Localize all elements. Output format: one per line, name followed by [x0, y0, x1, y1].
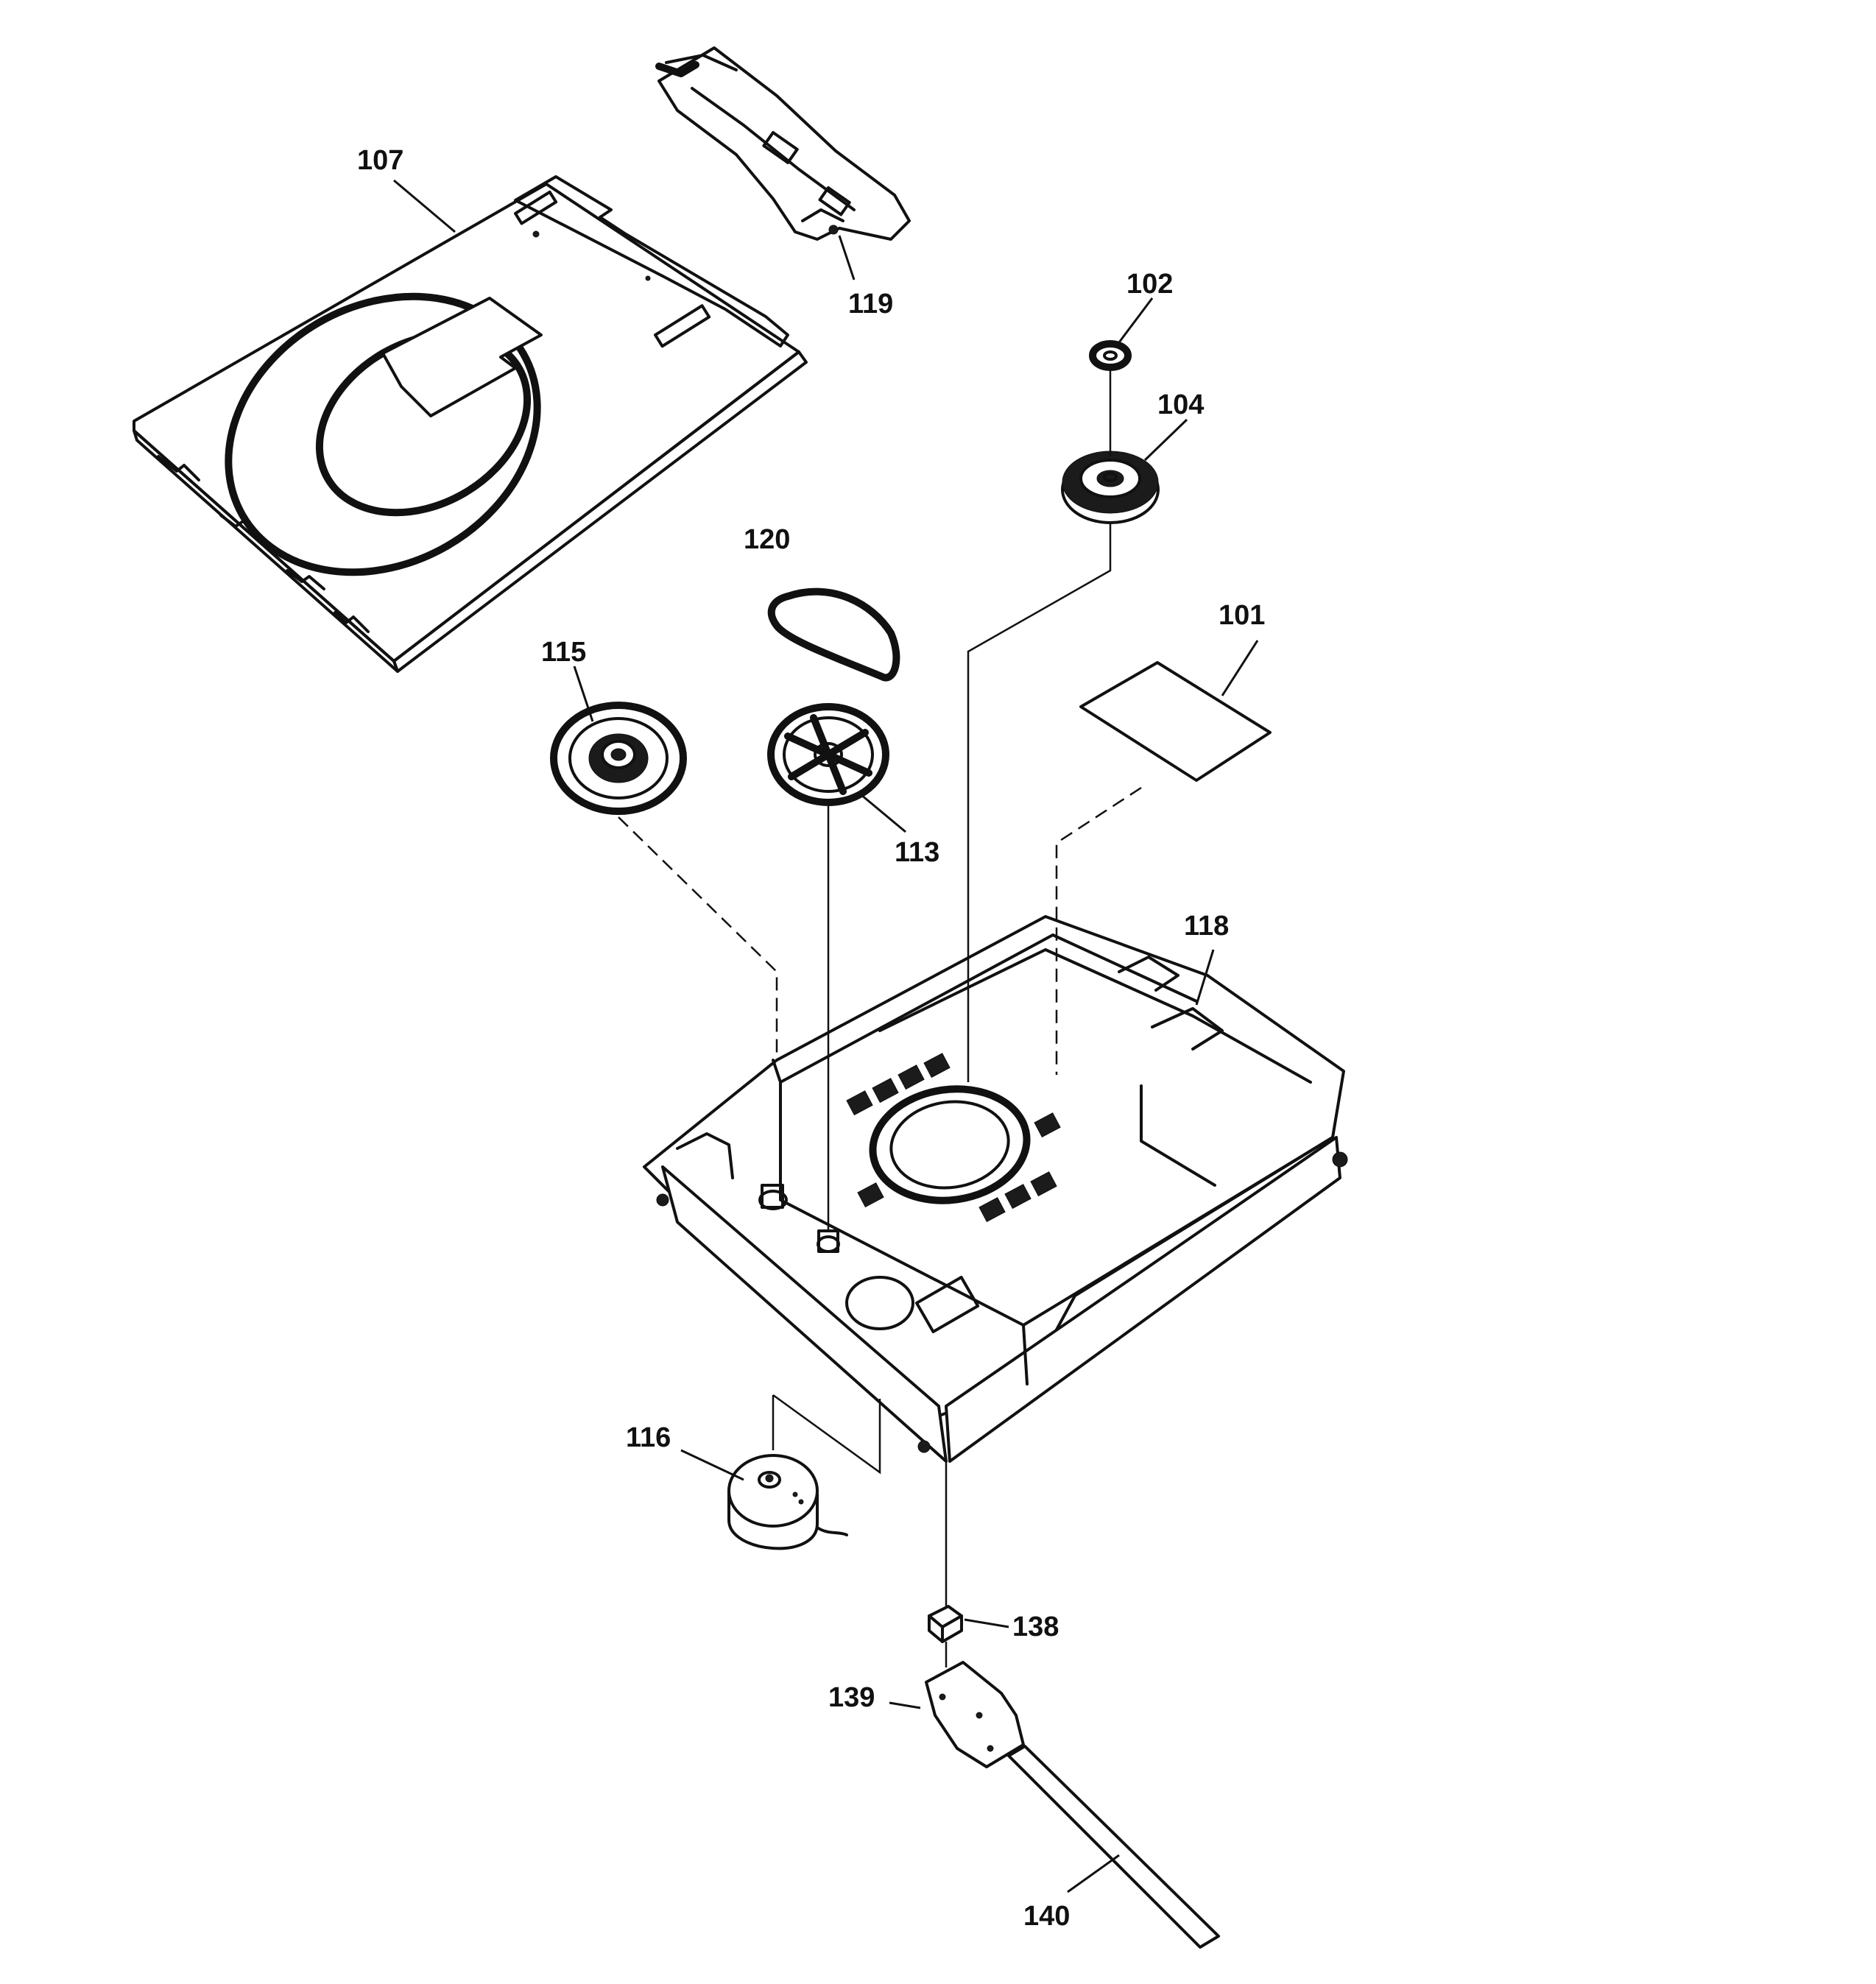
clamper-104 [1061, 451, 1160, 524]
label-113: 113 [895, 837, 939, 868]
label-104: 104 [1157, 389, 1204, 420]
label-120: 120 [744, 524, 790, 555]
bracket-119 [655, 46, 911, 241]
assembly-lines [618, 368, 1142, 1667]
washer-102 [1089, 340, 1132, 371]
label-119: 119 [848, 289, 893, 320]
label-139: 139 [828, 1682, 875, 1713]
flat-cable-140 [1007, 1745, 1220, 1949]
wheel-113 [767, 703, 889, 806]
callout-labels: 107 119 102 104 120 101 115 113 118 116 … [357, 145, 1265, 1932]
label-102: 102 [1126, 269, 1173, 300]
disc-tray-107 [133, 175, 808, 673]
pulley-gear-115 [550, 702, 687, 815]
pcb-139 [925, 1661, 1025, 1768]
label-115: 115 [541, 637, 586, 668]
sheet-101 [1079, 661, 1272, 782]
label-101: 101 [1219, 600, 1265, 631]
belt-120 [767, 587, 900, 682]
callout-leaders [393, 179, 1259, 1893]
label-116: 116 [626, 1422, 671, 1453]
switch-138 [928, 1605, 963, 1643]
label-138: 138 [1012, 1611, 1059, 1642]
chassis-118 [643, 915, 1348, 1463]
label-118: 118 [1184, 911, 1229, 942]
label-140: 140 [1023, 1901, 1070, 1932]
label-107: 107 [357, 145, 403, 176]
motor-116 [727, 1454, 848, 1550]
